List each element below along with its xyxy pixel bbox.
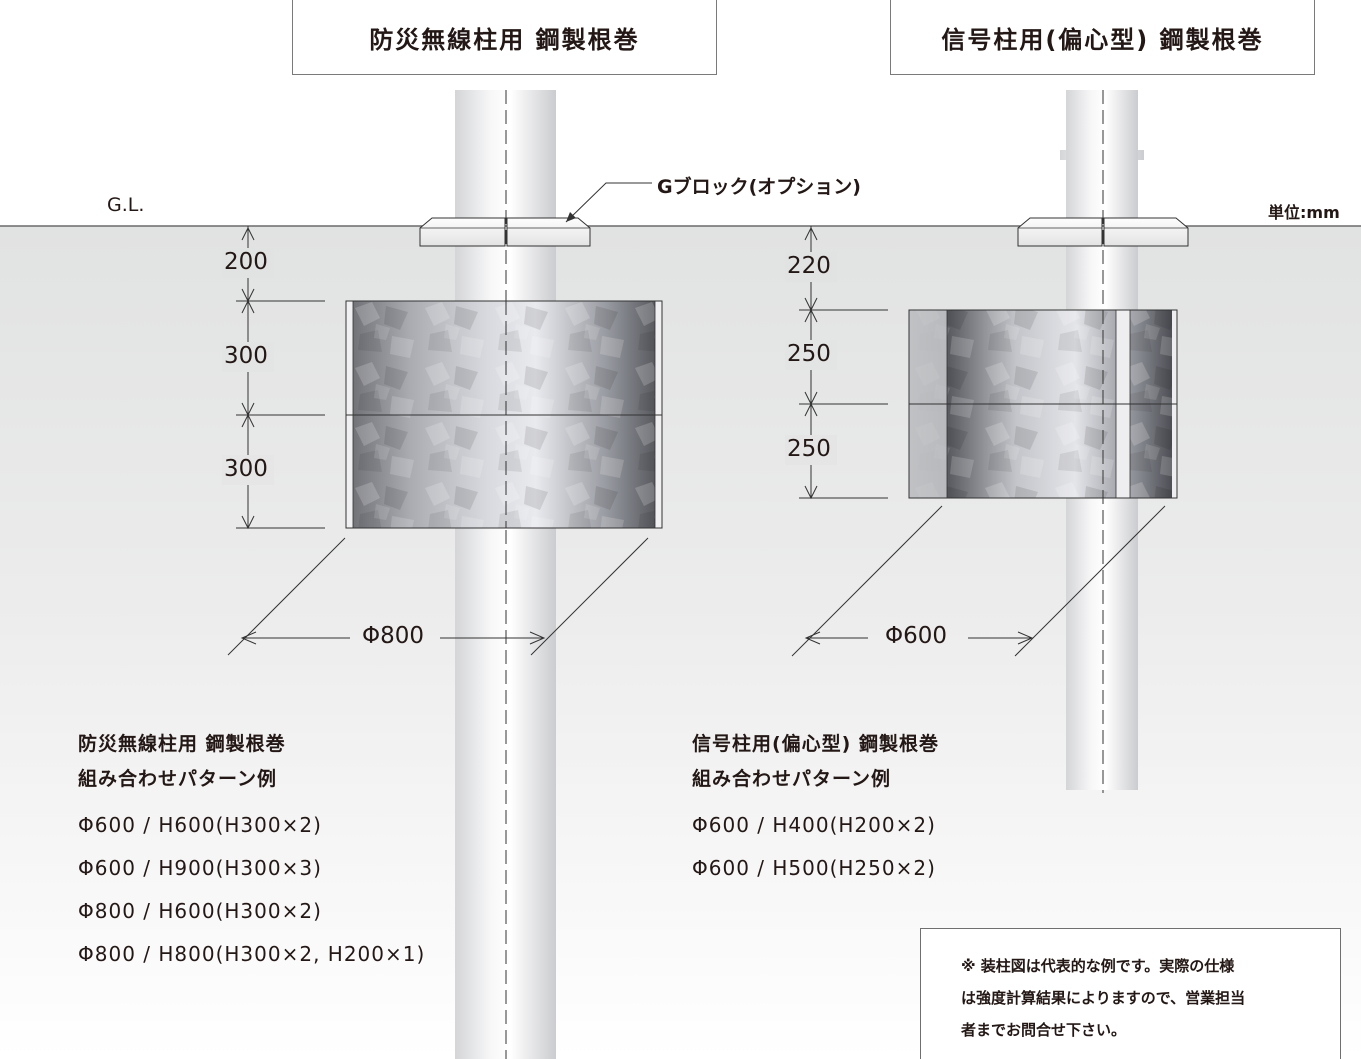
gblock-label: Gブロック(オプション)	[657, 176, 861, 198]
left-pattern-item: Φ800 / H600(H300×2)	[78, 899, 322, 923]
left-title: 防災無線柱用 鋼製根巻	[369, 25, 640, 54]
left-diameter-lines	[227, 537, 649, 656]
left-pattern-item: Φ600 / H900(H300×3)	[78, 856, 322, 880]
left-pattern-item: Φ600 / H600(H300×2)	[78, 813, 322, 837]
left-diameter-label: Φ800	[362, 623, 425, 649]
note-line-2: は強度計算結果によりますので、営業担当	[961, 989, 1246, 1007]
left-steel-wrap	[345, 300, 663, 529]
note-line-3: 者までお問合せ下さい。	[961, 1021, 1127, 1039]
unit-label: 単位:mm	[1268, 203, 1340, 222]
gl-label: G.L.	[107, 194, 145, 216]
note-line-1: ※ 装柱図は代表的な例です。実際の仕様	[961, 957, 1235, 975]
right-diameter-lines	[791, 505, 1166, 657]
right-dim-250-lower: 250	[787, 436, 831, 462]
note-box: ※ 装柱図は代表的な例です。実際の仕様 は強度計算結果によりますので、営業担当 …	[920, 928, 1341, 1059]
right-title-box: 信号柱用(偏心型) 鋼製根巻	[890, 0, 1315, 75]
right-gblock	[1017, 217, 1189, 247]
right-steel-wrap	[908, 309, 1178, 499]
right-title: 信号柱用(偏心型) 鋼製根巻	[941, 25, 1264, 54]
left-dim-300-upper: 300	[224, 343, 268, 369]
left-gblock	[419, 217, 591, 247]
right-diameter-label: Φ600	[885, 623, 948, 649]
left-pattern-item: Φ800 / H800(H300×2, H200×1)	[78, 942, 426, 966]
gblock-leader	[565, 182, 652, 223]
left-dim-300-lower: 300	[224, 456, 268, 482]
right-pattern-item: Φ600 / H400(H200×2)	[692, 813, 936, 837]
right-pattern-heading-1: 信号柱用(偏心型) 鋼製根巻	[692, 733, 939, 755]
right-dim-220: 220	[787, 253, 831, 279]
left-title-box: 防災無線柱用 鋼製根巻	[292, 0, 717, 75]
left-pattern-heading-1: 防災無線柱用 鋼製根巻	[78, 733, 286, 755]
left-dim-200: 200	[224, 249, 268, 275]
right-pattern-heading-2: 組み合わせパターン例	[692, 768, 892, 790]
left-pattern-heading-2: 組み合わせパターン例	[78, 768, 278, 790]
right-pattern-item: Φ600 / H500(H250×2)	[692, 856, 936, 880]
right-dim-250-upper: 250	[787, 341, 831, 367]
